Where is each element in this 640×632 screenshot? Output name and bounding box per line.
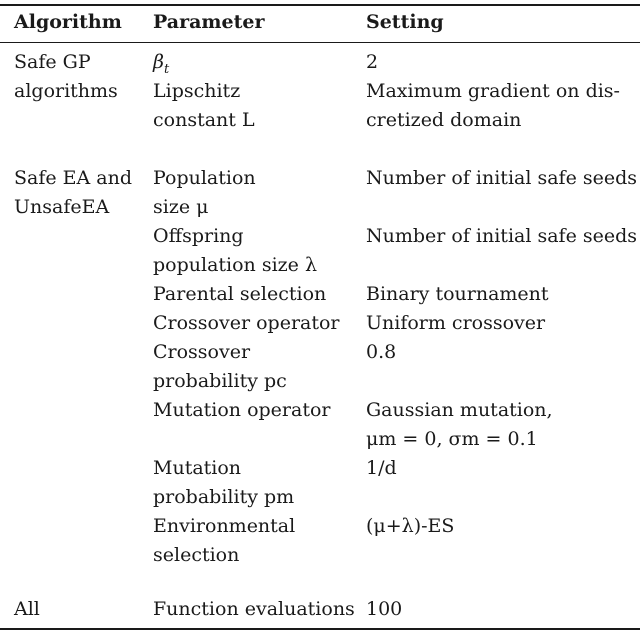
setting-cell: 1/d	[366, 457, 397, 479]
algorithm-cell: UnsafeEA	[14, 196, 110, 218]
parameter-cell: Function evaluations	[153, 598, 355, 620]
header-setting: Setting	[366, 11, 444, 33]
parameter-cell: constant L	[153, 109, 255, 131]
algorithm-cell: algorithms	[14, 80, 118, 102]
parameter-cell: Crossover	[153, 341, 251, 363]
parameter-cell: Environmental	[153, 515, 296, 537]
setting-cell: Number of initial safe seeds	[366, 225, 638, 247]
setting-cell: 100	[366, 598, 403, 620]
parameter-cell: size μ	[153, 196, 209, 218]
header-rule	[0, 42, 640, 43]
parameter-cell: βtβt	[153, 51, 170, 77]
parameter-cell: Population	[153, 167, 256, 189]
header-algorithm: Algorithm	[14, 11, 122, 33]
parameter-cell: Parental selection	[153, 283, 327, 305]
parameter-cell: probability pm	[153, 486, 295, 508]
parameter-cell: probability pc	[153, 370, 287, 392]
setting-cell: Gaussian mutation,	[366, 399, 553, 421]
setting-cell: Uniform crossover	[366, 312, 546, 334]
algorithm-cell: Safe EA and	[14, 167, 133, 189]
algorithm-cell: Safe GP	[14, 51, 91, 73]
setting-cell: Binary tournament	[366, 283, 549, 305]
header-parameter: Parameter	[153, 11, 265, 33]
parameter-cell: selection	[153, 544, 240, 566]
setting-cell: 2	[366, 51, 379, 73]
parameter-cell: Crossover operator	[153, 312, 340, 334]
parameter-cell: population size λ	[153, 254, 317, 276]
bottom-rule	[0, 628, 640, 630]
top-rule	[0, 4, 640, 6]
setting-cell: (μ+λ)-ES	[366, 515, 455, 537]
setting-cell: cretized domain	[366, 109, 522, 131]
parameter-cell: Lipschitz	[153, 80, 241, 102]
setting-cell: Number of initial safe seeds	[366, 167, 638, 189]
parameter-cell: Mutation	[153, 457, 242, 479]
setting-cell: Maximum gradient on dis-	[366, 80, 620, 102]
parameter-cell: Mutation operator	[153, 399, 331, 421]
setting-cell: μm = 0, σm = 0.1	[366, 428, 538, 450]
parameter-cell: Offspring	[153, 225, 244, 247]
setting-cell: 0.8	[366, 341, 397, 363]
algorithm-cell: All	[14, 598, 40, 620]
